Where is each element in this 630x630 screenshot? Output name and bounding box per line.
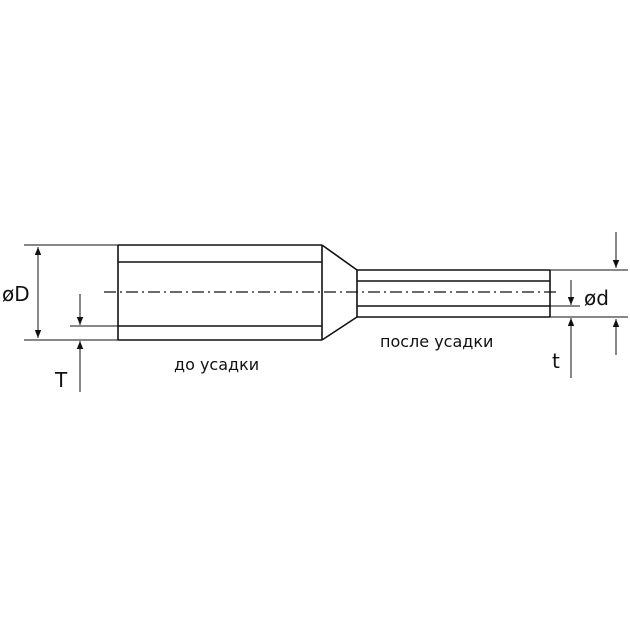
- thickness-after-label: t: [552, 349, 560, 373]
- tube-before-shrink: [117, 244, 323, 341]
- diameter-before-label: øD: [2, 282, 30, 306]
- tube-after-shrink: [356, 269, 551, 318]
- after-shrink-caption: после усадки: [380, 332, 493, 351]
- before-shrink-caption: до усадки: [174, 355, 259, 374]
- taper-transition: [321, 244, 358, 341]
- diameter-after-label: ød: [584, 286, 609, 310]
- thickness-before-label: T: [54, 368, 68, 392]
- diameter-before-dimension: [24, 244, 118, 341]
- thickness-after-dimension: [550, 280, 580, 378]
- thickness-before-dimension: [70, 294, 118, 392]
- diameter-after-dimension: [550, 232, 628, 355]
